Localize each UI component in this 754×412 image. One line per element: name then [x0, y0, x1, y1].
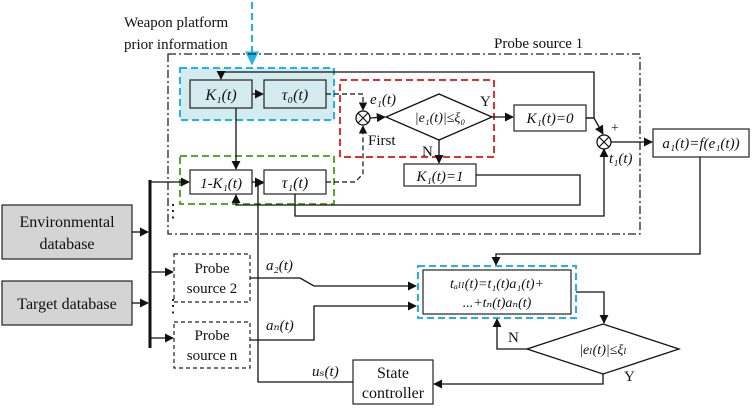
t1-label: t₁(t)	[609, 151, 633, 167]
cond-no-label: N	[422, 144, 433, 160]
probe-source-n-line2: source n	[187, 348, 238, 364]
probe-source-2	[173, 253, 251, 303]
target-database	[1, 280, 133, 326]
probe-source-n-line1: Probe	[195, 328, 230, 344]
k1-zero-label: K₁(t)=0	[526, 111, 574, 127]
probe-source-1-box	[167, 53, 641, 235]
environmental-line2: database	[39, 236, 94, 253]
final-no-label: N	[508, 330, 519, 346]
cond-yes-label: Y	[480, 94, 491, 110]
probe-source-2-line1: Probe	[195, 261, 230, 277]
an-line	[250, 301, 417, 341]
k1-one-label: K₁(t)=1	[416, 169, 464, 185]
weapon-info-line2: prior information	[124, 37, 228, 53]
fusion-line2: ...+tₙ(t)aₙ(t)	[463, 296, 532, 311]
first-label: First	[368, 133, 396, 149]
one-minus-k1-label: 1-K₁(t)	[200, 176, 242, 192]
a2-line	[250, 277, 417, 291]
weapon-info-line1: Weapon platform	[124, 15, 229, 31]
decision-group	[339, 79, 495, 158]
final-yes-line	[433, 374, 604, 389]
one-minus-k1-block	[189, 169, 253, 195]
dots-upper: ⋮	[164, 201, 182, 221]
an-label: aₙ(t)	[266, 318, 294, 334]
us-feedback-line	[254, 178, 353, 383]
final-no-loop	[492, 318, 527, 350]
target-database-label: Target database	[17, 296, 116, 313]
environmental-line1: Environmental	[19, 214, 115, 231]
k1zero-to-junction2	[586, 117, 604, 135]
e1-label: e₁(t)	[370, 92, 396, 108]
probe-source-1-title: Probe source 1	[494, 36, 583, 52]
us-label: uₛ(t)	[312, 364, 339, 380]
tau0-block-label: τ₀(t)	[282, 87, 308, 104]
condition-text: |e₁(t)|≤ξ₀	[415, 111, 466, 126]
state-controller-line2: controller	[362, 385, 425, 402]
a1-function-block	[652, 128, 750, 158]
state-controller-block	[352, 359, 434, 405]
probe-source-n	[173, 321, 251, 369]
weight-group	[179, 155, 335, 205]
fusion-block	[422, 269, 572, 315]
k1one-feedback	[231, 174, 581, 206]
summing-junction-1-cross	[357, 112, 369, 124]
tau0-to-junction1	[326, 93, 368, 111]
probe-source-2-line2: source 2	[187, 281, 237, 297]
afunc-to-fusion	[491, 157, 701, 266]
k1-zero-block	[513, 104, 587, 132]
junction1-to-diamond	[369, 113, 386, 123]
plus-sign: +	[611, 121, 619, 136]
fusion-to-final-cond	[576, 291, 609, 324]
fusion-line1: tₐₗₗ(t)=t₁(t)a₁(t)+	[450, 277, 544, 292]
final-condition-diamond	[524, 323, 682, 375]
k1-block-label: K₁(t)	[204, 87, 236, 104]
a1-function-label: a₁(t)=f(e₁(t))	[662, 136, 739, 152]
a2-label: a₂(t)	[266, 258, 293, 274]
tau1-block-label: τ₁(t)	[282, 175, 308, 192]
tau1-block	[263, 169, 327, 195]
final-yes-label: Y	[624, 369, 635, 385]
final-condition-text: |eₗ(t)|≤ξₗ	[579, 343, 627, 358]
tau1-to-junction1	[326, 125, 368, 183]
summing-junction-2-cross	[598, 136, 610, 148]
tau1-output	[294, 148, 609, 217]
state-controller-line1: State	[377, 365, 409, 382]
